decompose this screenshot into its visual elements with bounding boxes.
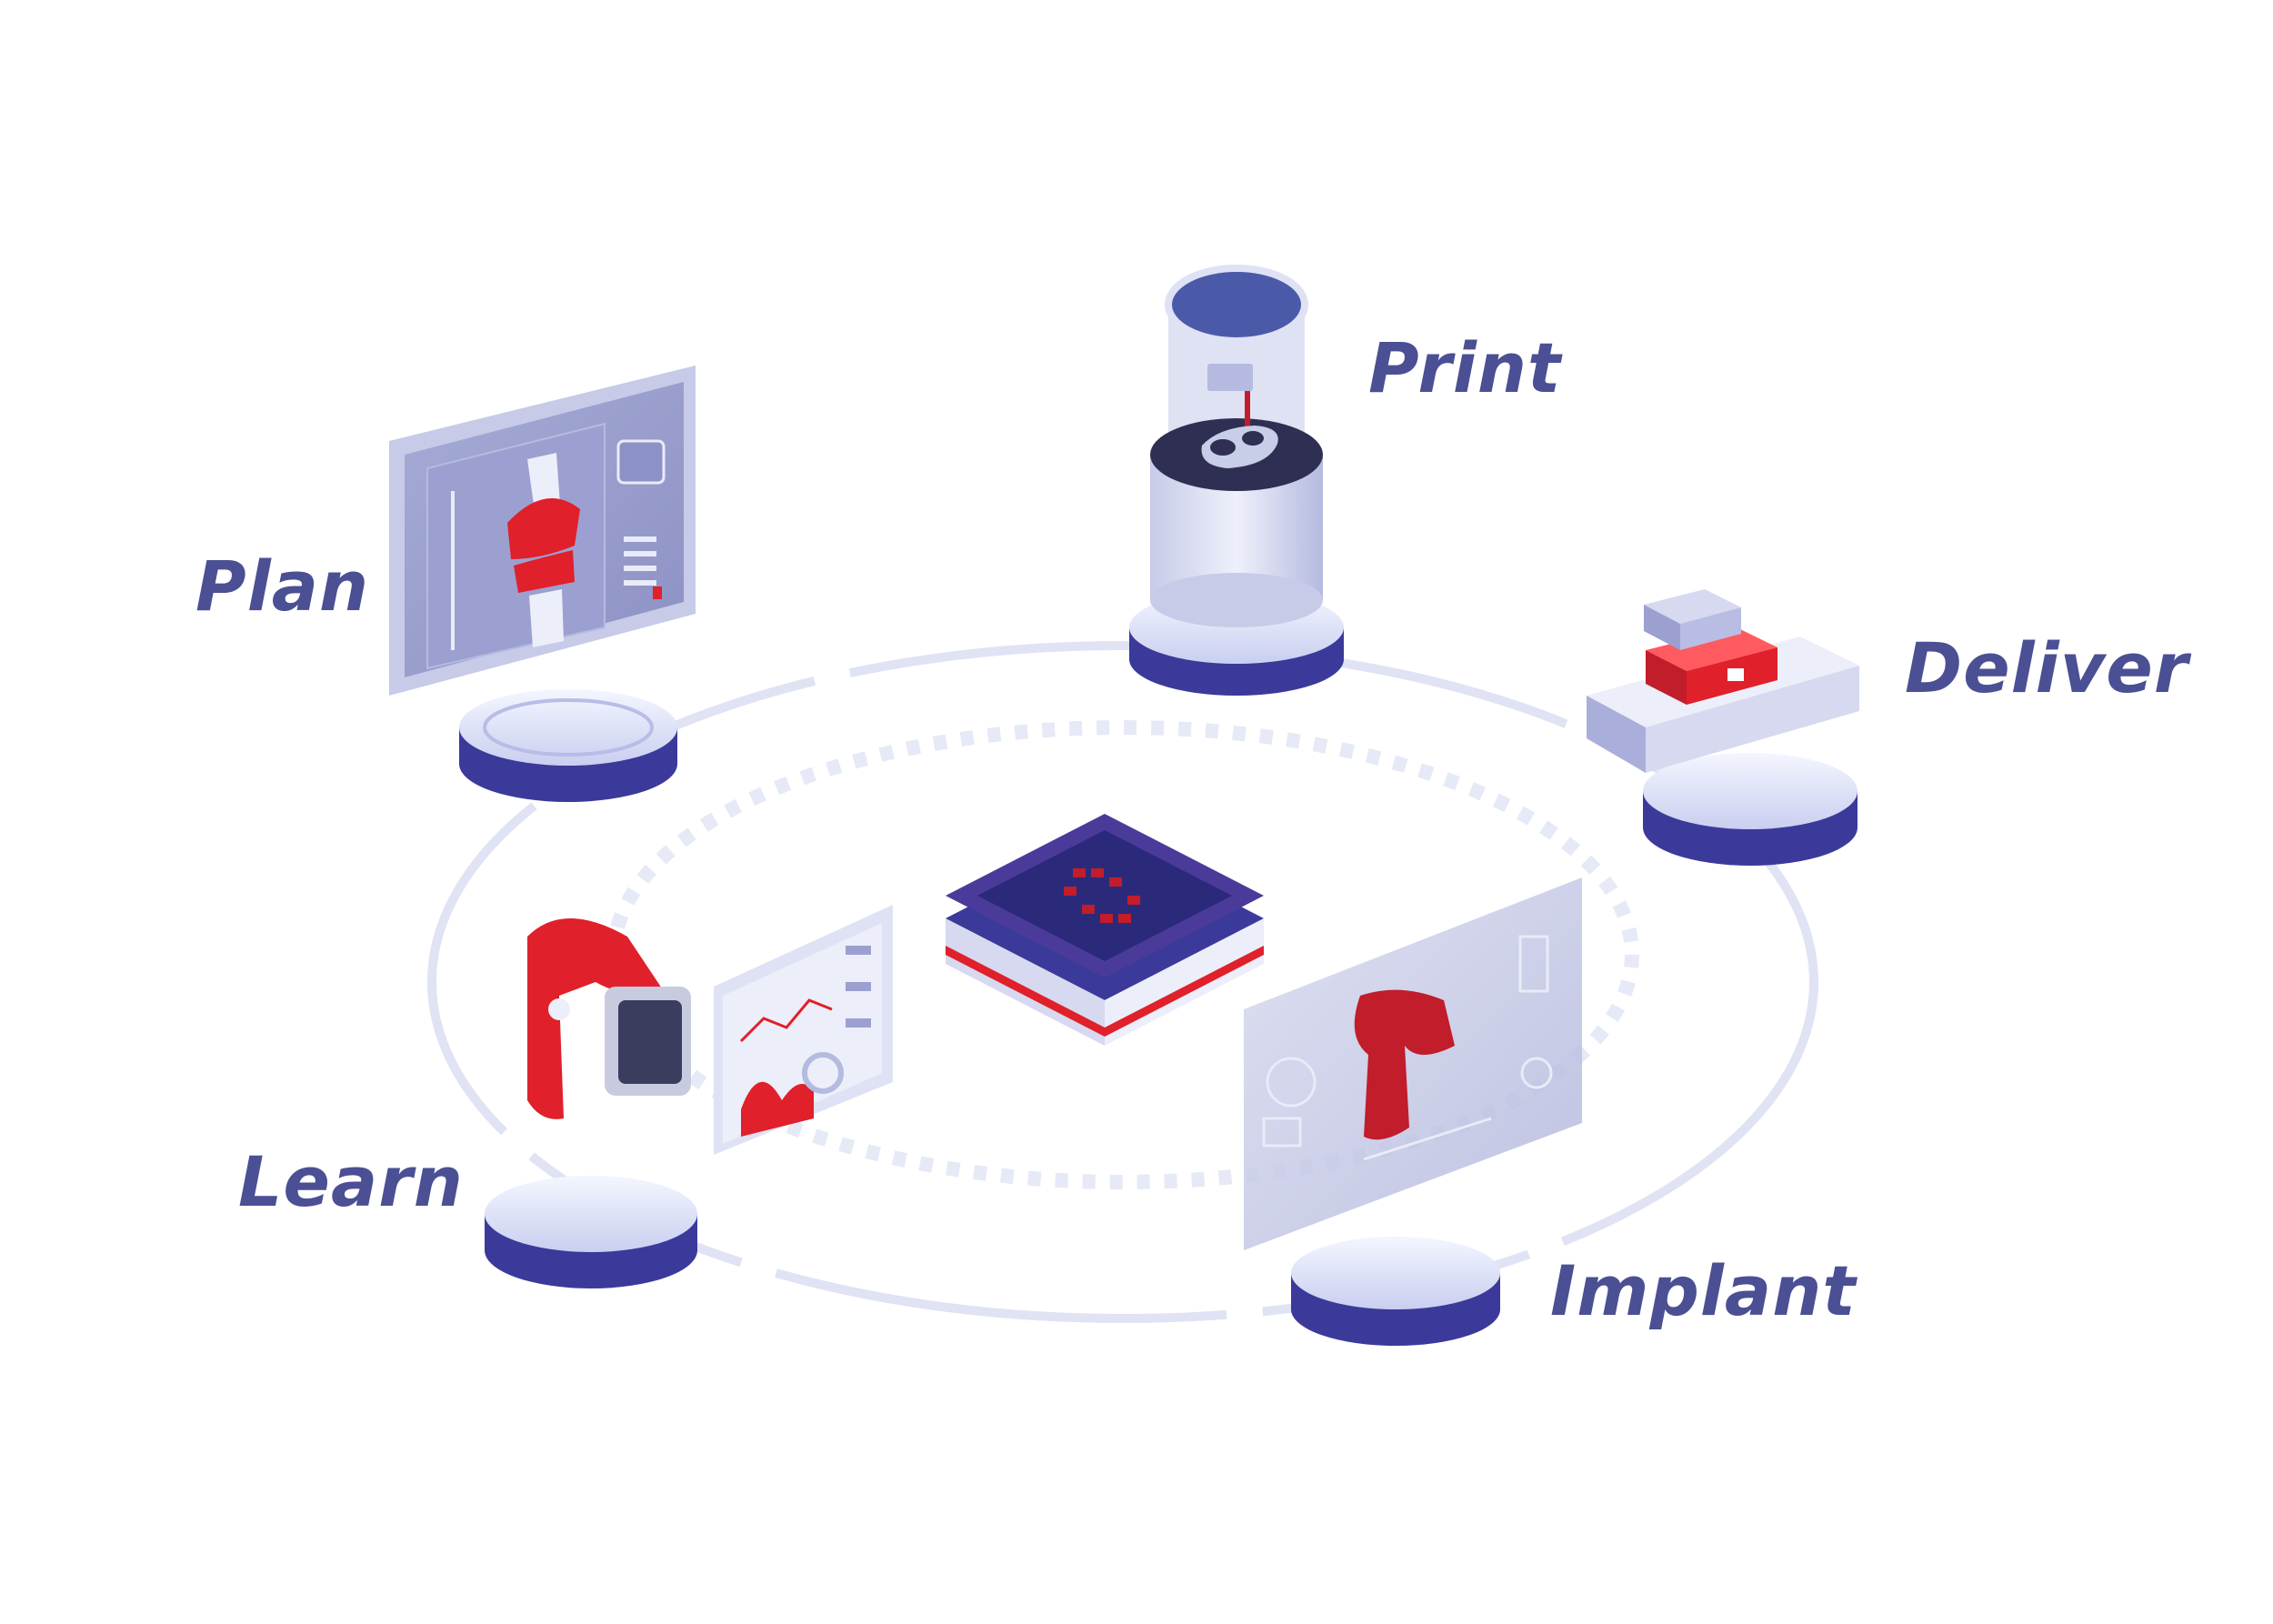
label-print: Print bbox=[1368, 327, 1562, 408]
chip-pattern bbox=[1064, 868, 1140, 923]
deliver-station bbox=[1587, 589, 1859, 866]
plan-station bbox=[389, 366, 696, 802]
pod-implant bbox=[1291, 1237, 1500, 1346]
label-deliver: Deliver bbox=[1905, 627, 2189, 708]
smartwatch-analytics-icon bbox=[527, 905, 893, 1155]
inner-ring bbox=[606, 720, 1639, 1189]
pod-learn bbox=[485, 1176, 697, 1288]
print-station bbox=[1129, 265, 1344, 696]
knee-planning-screen-icon bbox=[389, 366, 696, 696]
learn-station bbox=[485, 905, 893, 1288]
label-implant: Implant bbox=[1550, 1250, 1857, 1331]
package-delivery-icon bbox=[1587, 589, 1859, 773]
pod-plan bbox=[459, 689, 677, 802]
3d-printer-icon bbox=[1150, 265, 1323, 627]
implant-scan-screen-icon bbox=[1244, 877, 1582, 1250]
outer-ring bbox=[427, 641, 1818, 1323]
ai-chip-icon bbox=[946, 814, 1264, 1046]
label-learn: Learn bbox=[238, 1141, 464, 1222]
implant-station bbox=[1244, 877, 1582, 1346]
pod-deliver bbox=[1643, 753, 1857, 866]
label-plan: Plan bbox=[195, 546, 370, 627]
